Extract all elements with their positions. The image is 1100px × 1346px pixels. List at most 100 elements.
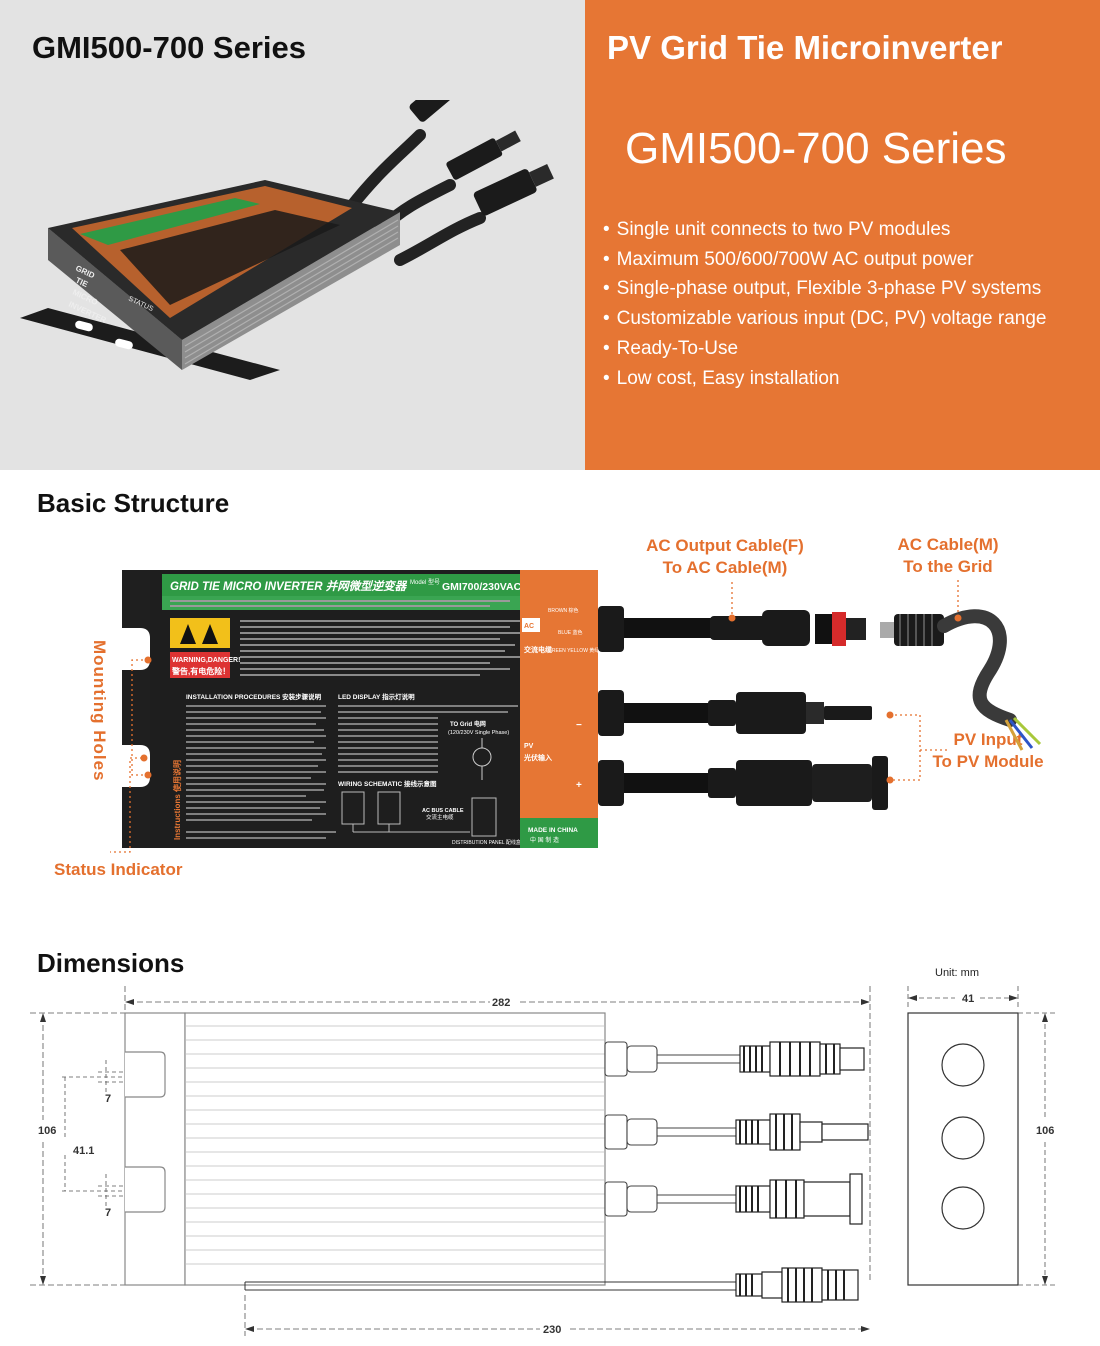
product-photo: GRID TIE MICRO INVERTER STATUS xyxy=(20,100,554,380)
dim-282-line xyxy=(124,986,871,1280)
callout-ac-output-line1: AC Output Cable(F) xyxy=(646,536,804,555)
label-brown: BROWN 棕色 xyxy=(548,607,579,614)
callout-dot-mount-2 xyxy=(144,771,152,779)
dim-230-line xyxy=(244,1295,867,1336)
dim-length: 282 xyxy=(492,997,510,1009)
callout-pv-input-line2: To PV Module xyxy=(932,752,1044,771)
label-to-grid: TO Grid 电网 xyxy=(450,720,486,728)
ac-cable-outline xyxy=(244,1267,859,1303)
mounting-hole-top xyxy=(118,628,150,670)
side-view-port-3 xyxy=(941,1186,985,1230)
ac-cable-photo xyxy=(344,129,426,214)
callout-dot-pv-2 xyxy=(886,776,894,784)
label-ac-cn: 交流电缆 xyxy=(524,645,552,654)
label-model: GMI700/230VAC xyxy=(442,581,522,593)
callout-dot-ac-cable xyxy=(954,614,962,622)
feature-item: Maximum 500/600/700W AC output power xyxy=(603,245,1046,275)
pv-connector-minus-photo xyxy=(473,163,554,216)
label-ac-bus: AC BUS CABLE xyxy=(422,808,464,814)
label-installation: INSTALLATION PROCEDURES 安装步骤说明 xyxy=(186,692,322,701)
dim-hole-top: 7 xyxy=(105,1093,111,1105)
label-brand: GRID TIE MICRO INVERTER 并网微型逆变器 xyxy=(170,579,408,593)
callout-mounting-holes: Mounting Holes xyxy=(90,640,109,782)
hero-series-heading: GMI500-700 Series xyxy=(625,124,1007,173)
callout-dot-pv-1 xyxy=(886,711,894,719)
label-made-in: MADE IN CHINA xyxy=(528,827,578,834)
ac-female-connector xyxy=(710,610,866,646)
label-pv-tag: PV xyxy=(524,743,534,750)
callout-dot-mount-1 xyxy=(144,656,152,664)
pv-plus-connector xyxy=(708,756,888,810)
dim-height-left: 106 xyxy=(38,1125,56,1137)
label-green-yellow: GREEN YELLOW 黄绿 xyxy=(548,647,599,654)
pv-minus-outline xyxy=(735,1113,869,1151)
dim-height-right: 106 xyxy=(1036,1125,1054,1137)
label-header-bar xyxy=(162,574,535,596)
feature-item: Ready-To-Use xyxy=(603,334,1046,364)
distribution-box xyxy=(471,797,497,837)
hero-right-title: PV Grid Tie Microinverter xyxy=(607,29,1003,66)
ac-male-connector xyxy=(880,609,1042,751)
device-ribs xyxy=(185,1025,605,1265)
slot-bottom-outline xyxy=(125,1166,166,1213)
feature-item: Low cost, Easy installation xyxy=(603,364,1046,394)
label-text-block xyxy=(240,620,520,676)
pv-plus-outline xyxy=(735,1173,863,1225)
feature-item: Single-phase output, Flexible 3-phase PV… xyxy=(603,274,1046,304)
hero-left-title: GMI500-700 Series xyxy=(32,30,307,65)
ac-connector-photo xyxy=(409,100,459,122)
side-view-port-2 xyxy=(941,1116,985,1160)
side-view-port-1 xyxy=(941,1043,985,1087)
ac-connector-outline xyxy=(739,1041,865,1077)
label-model-prefix: Model 型号 xyxy=(410,578,440,586)
basic-structure-title: Basic Structure xyxy=(37,488,230,518)
pv-connector-plus-photo xyxy=(446,130,521,180)
warning-triangles xyxy=(170,618,230,648)
callout-dot-status xyxy=(140,754,148,762)
label-ac-bus-cn: 交流主电缆 xyxy=(426,813,454,821)
housing-ribs-photo xyxy=(184,219,399,365)
dimensions-drawing: Unit: mm 282 106 7 7 41.1 xyxy=(30,967,1055,1336)
callout-ac-cable-line2: To the Grid xyxy=(903,557,993,576)
label-ac-tag: AC xyxy=(524,623,534,630)
label-pv-cn: 光伏输入 xyxy=(523,753,552,762)
dim-hole-lines xyxy=(62,1060,125,1208)
install-text-lines xyxy=(186,705,336,839)
label-made-in-box xyxy=(520,818,598,848)
ac-output-cable xyxy=(624,618,716,638)
label-distribution: DISTRIBUTION PANEL 配线盒 xyxy=(452,839,521,846)
callout-ac-cable: AC Cable(M) To the Grid xyxy=(873,534,1023,578)
dim-106-left-line xyxy=(30,1012,125,1286)
connector-cables xyxy=(657,1054,740,1204)
feature-list: Single unit connects to two PV modules M… xyxy=(603,215,1047,394)
label-wiring: WIRING SCHEMATIC 接线示意图 xyxy=(338,779,437,788)
label-spec-lines xyxy=(170,600,510,607)
cable-glands xyxy=(598,606,624,806)
label-instructions-vertical: Instructions 使用说明 xyxy=(172,760,182,840)
dim-hole-bottom: 7 xyxy=(105,1207,111,1219)
label-single-phase: (120/230V Single Phase) xyxy=(448,730,509,736)
unit-label: Unit: mm xyxy=(935,967,979,979)
device-body-outline xyxy=(184,1012,606,1286)
pv-minus-connector xyxy=(708,692,872,734)
feature-item: Customizable various input (DC, PV) volt… xyxy=(603,304,1047,334)
callout-status-indicator: Status Indicator xyxy=(54,860,183,879)
structure-diagram: GRID TIE MICRO INVERTER 并网微型逆变器 Model 型号… xyxy=(110,570,1042,853)
label-warning-cn: 警告,有电危险！ xyxy=(171,666,230,676)
mounting-hole-bottom xyxy=(118,745,150,787)
pv-cable-plus xyxy=(624,773,724,793)
led-text-lines xyxy=(338,705,518,773)
label-plus: + xyxy=(576,780,582,791)
pv-cable-2-photo xyxy=(394,212,486,266)
callout-ac-cable-line1: AC Cable(M) xyxy=(897,535,999,554)
dim-hole-spacing: 41.1 xyxy=(73,1145,94,1157)
label-warning: WARNING,DANGER! xyxy=(172,657,240,664)
callout-pv-input-line1: PV Input xyxy=(953,730,1023,749)
label-orange-column xyxy=(520,570,598,848)
dim-width: 41 xyxy=(962,993,974,1005)
label-led: LED DISPLAY 指示灯说明 xyxy=(338,692,415,701)
warning-box xyxy=(170,652,230,678)
callout-dot-ac-output xyxy=(728,614,736,622)
mounting-bracket xyxy=(122,570,150,848)
feature-item: Single unit connects to two PV modules xyxy=(603,215,1046,245)
